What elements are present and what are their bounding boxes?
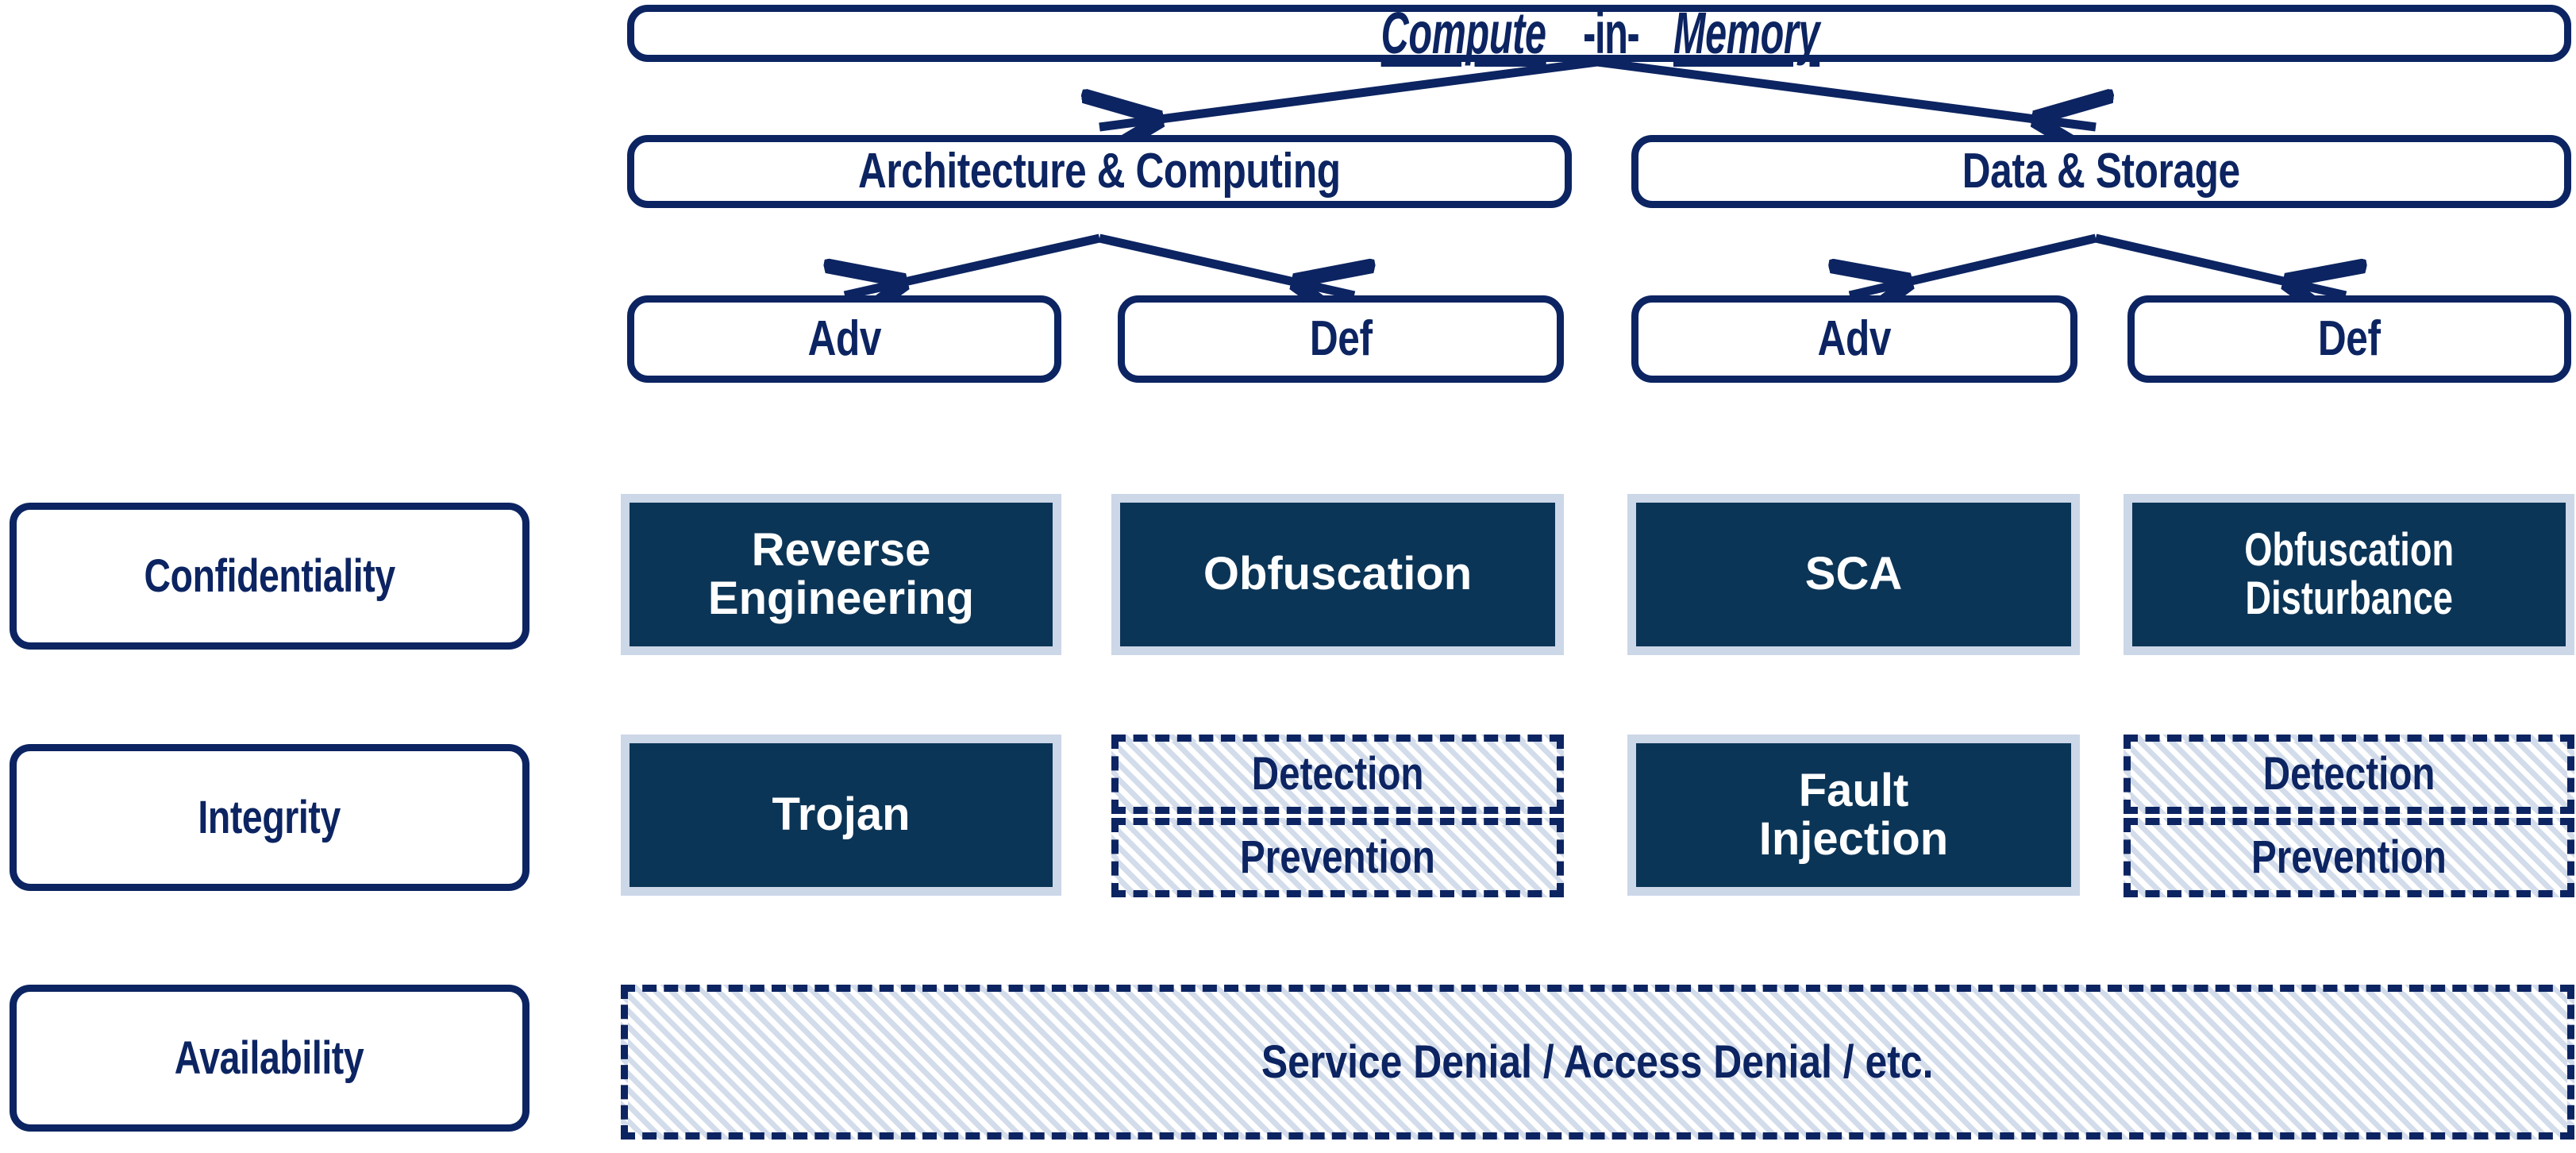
- node-data-storage[interactable]: Data & Storage: [1631, 135, 2571, 208]
- cell-confidentiality-arch-adv[interactable]: Reverse Engineering: [621, 494, 1061, 655]
- cell-integrity-data-def-detection[interactable]: Detection: [2124, 735, 2574, 814]
- node-arch-adv-label: Adv: [807, 311, 881, 367]
- node-data-def-label: Def: [2318, 311, 2381, 367]
- node-arch-def[interactable]: Def: [1118, 295, 1564, 383]
- node-architecture-computing-label: Architecture & Computing: [858, 144, 1341, 199]
- cell-integrity-arch-def-prevention[interactable]: Prevention: [1111, 818, 1564, 897]
- cell-integrity-data-adv-label: Fault Injection: [1758, 764, 1949, 865]
- cell-confidentiality-data-adv-label: SCA: [1804, 548, 1903, 600]
- cell-integrity-arch-def-detection[interactable]: Detection: [1111, 735, 1564, 814]
- cell-availability-span[interactable]: Service Denial / Access Denial / etc.: [621, 985, 2574, 1140]
- row-label-integrity: Integrity: [10, 744, 529, 891]
- cell-integrity-data-def-prevention-label: Prevention: [2251, 831, 2447, 884]
- cell-confidentiality-arch-def-label: Obfuscation: [1203, 548, 1473, 600]
- cell-integrity-data-adv[interactable]: Fault Injection: [1627, 735, 2080, 896]
- node-arch-def-label: Def: [1309, 311, 1373, 367]
- node-architecture-computing[interactable]: Architecture & Computing: [627, 135, 1572, 208]
- cell-confidentiality-data-adv[interactable]: SCA: [1627, 494, 2080, 655]
- cell-integrity-arch-adv[interactable]: Trojan: [621, 735, 1061, 896]
- row-label-availability-text: Availability: [175, 1032, 364, 1084]
- title-middle: -in-: [1583, 0, 1640, 67]
- row-label-confidentiality: Confidentiality: [10, 503, 529, 650]
- node-arch-adv[interactable]: Adv: [627, 295, 1061, 383]
- row-label-availability: Availability: [10, 985, 529, 1132]
- cell-integrity-data-def-detection-label: Detection: [2262, 748, 2435, 800]
- title-box: Compute -in- Memory: [627, 0, 2571, 67]
- cell-integrity-data-def-prevention[interactable]: Prevention: [2124, 818, 2574, 897]
- node-data-def[interactable]: Def: [2127, 295, 2571, 383]
- cell-confidentiality-data-def[interactable]: Obfuscation Disturbance: [2124, 494, 2574, 655]
- cell-availability-span-label: Service Denial / Access Denial / etc.: [1261, 1035, 1934, 1088]
- cell-integrity-arch-adv-label: Trojan: [772, 789, 911, 841]
- node-data-storage-label: Data & Storage: [1962, 144, 2240, 199]
- cell-confidentiality-data-def-label: Obfuscation Disturbance: [2244, 523, 2454, 624]
- title-trail: Memory: [1673, 0, 1820, 67]
- row-label-integrity-text: Integrity: [198, 791, 341, 843]
- row-label-confidentiality-text: Confidentiality: [144, 550, 395, 602]
- title-lead: Compute: [1380, 0, 1546, 67]
- node-data-adv-label: Adv: [1817, 311, 1892, 367]
- node-data-adv[interactable]: Adv: [1631, 295, 2077, 383]
- cell-confidentiality-arch-adv-label: Reverse Engineering: [707, 523, 975, 624]
- cell-integrity-arch-def-prevention-label: Prevention: [1240, 831, 1435, 884]
- cell-confidentiality-arch-def[interactable]: Obfuscation: [1111, 494, 1564, 655]
- cell-integrity-arch-def-detection-label: Detection: [1251, 748, 1424, 800]
